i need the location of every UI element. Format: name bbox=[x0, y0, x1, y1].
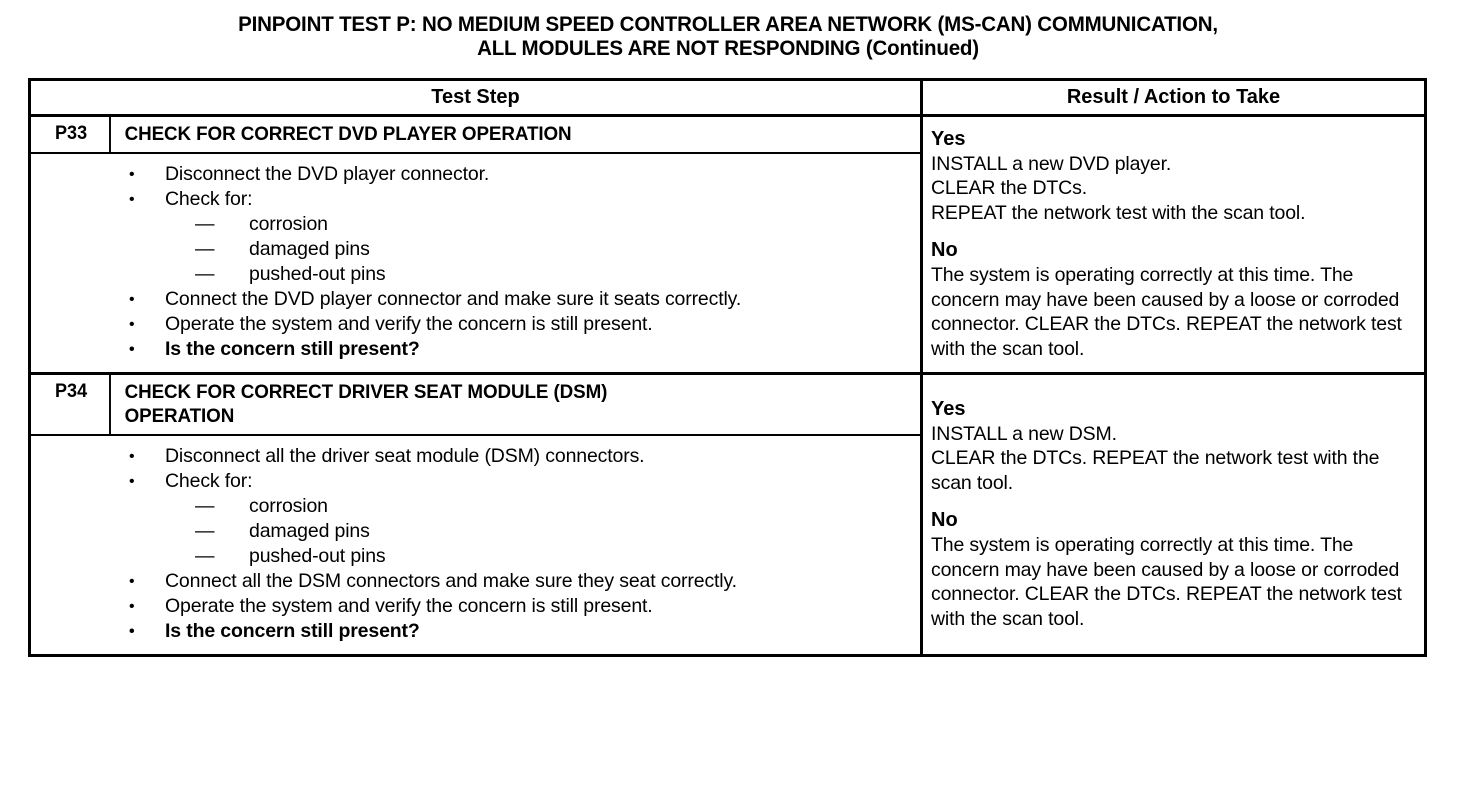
instruction-item: • Connect the DVD player connector and ma… bbox=[31, 287, 910, 312]
result-action-text: INSTALL a new DVD player. CLEAR the DTCs… bbox=[931, 152, 1306, 224]
instruction-text: Check for: bbox=[165, 188, 253, 210]
sub-instruction-item: — pushed-out pins bbox=[165, 544, 910, 569]
instruction-text: Operate the system and verify the concer… bbox=[165, 595, 653, 617]
result-label: No bbox=[931, 509, 958, 532]
instruction-text: Is the concern still present? bbox=[165, 620, 420, 642]
instruction-text: Disconnect the DVD player connector. bbox=[165, 163, 490, 185]
test-step-title-band: P33 CHECK FOR CORRECT DVD PLAYER OPERATIO… bbox=[31, 117, 920, 154]
instruction-item: • Check for: — corrosion — damaged pins — pushe… bbox=[31, 187, 910, 287]
result-action-text: INSTALL a new DSM. CLEAR the DTCs. REPEA… bbox=[931, 422, 1380, 494]
instruction-item: • Disconnect all the driver seat module (… bbox=[31, 444, 910, 469]
test-step-cell: P34 CHECK FOR CORRECT DRIVER SEAT MODULE … bbox=[31, 375, 923, 654]
bullet-icon: • bbox=[129, 316, 135, 333]
sub-instruction-item: — pushed-out pins bbox=[165, 262, 910, 287]
column-header-result-action: Result / Action to Take bbox=[1066, 86, 1281, 108]
instruction-item: • Is the concern still present? bbox=[31, 619, 910, 644]
page-title: PINPOINT TEST P: NO MEDIUM SPEED CONTROL… bbox=[238, 12, 1218, 60]
dash-icon: — bbox=[195, 213, 215, 235]
sub-instruction-item: — damaged pins bbox=[165, 519, 910, 544]
result-label: Yes bbox=[931, 127, 966, 150]
bullet-icon: • bbox=[129, 341, 135, 358]
instruction-text: Connect the DVD player connector and mak… bbox=[165, 288, 742, 310]
sub-instruction-text: damaged pins bbox=[249, 238, 370, 260]
instruction-item: • Disconnect the DVD player connector. bbox=[31, 162, 910, 187]
bullet-icon: • bbox=[129, 448, 135, 465]
step-id-label: P33 bbox=[33, 117, 111, 152]
instruction-item: • Check for: — corrosion — damaged pins — pushe… bbox=[31, 469, 910, 569]
instruction-list: • Disconnect all the driver seat module (… bbox=[31, 444, 910, 644]
bullet-icon: • bbox=[129, 291, 135, 308]
instruction-text: Operate the system and verify the concer… bbox=[165, 313, 653, 335]
dash-icon: — bbox=[195, 520, 215, 542]
sub-instruction-item: — corrosion bbox=[165, 212, 910, 237]
instruction-item: • Operate the system and verify the conce… bbox=[31, 594, 910, 619]
sub-instruction-text: damaged pins bbox=[249, 520, 370, 542]
result-action-text: The system is operating correctly at thi… bbox=[931, 264, 1402, 360]
instruction-text: Check for: bbox=[165, 470, 253, 492]
bullet-icon: • bbox=[129, 573, 135, 590]
result-label: Yes bbox=[931, 397, 966, 420]
test-step-row: P33 CHECK FOR CORRECT DVD PLAYER OPERATIO… bbox=[31, 117, 1424, 372]
table-header-row: Test Step Result / Action to Take bbox=[31, 81, 1424, 117]
instruction-text: Is the concern still present? bbox=[165, 338, 420, 360]
instruction-item: • Operate the system and verify the conce… bbox=[31, 312, 910, 337]
sub-instruction-item: — corrosion bbox=[165, 494, 910, 519]
sub-instruction-list: — corrosion — damaged pins — pushed-out pins bbox=[165, 494, 910, 569]
bullet-icon: • bbox=[129, 166, 135, 183]
dash-icon: — bbox=[195, 263, 215, 285]
test-step-title-band: P34 CHECK FOR CORRECT DRIVER SEAT MODULE … bbox=[31, 375, 920, 436]
step-instructions: • Disconnect all the driver seat module (… bbox=[31, 436, 920, 654]
bullet-icon: • bbox=[129, 191, 135, 208]
step-heading: CHECK FOR CORRECT DRIVER SEAT MODULE (DS… bbox=[124, 381, 608, 427]
sub-instruction-item: — damaged pins bbox=[165, 237, 910, 262]
bullet-icon: • bbox=[129, 623, 135, 640]
sub-instruction-text: pushed-out pins bbox=[249, 545, 386, 567]
step-id-label: P34 bbox=[33, 375, 111, 434]
dash-icon: — bbox=[195, 238, 215, 260]
instruction-text: Disconnect all the driver seat module (D… bbox=[165, 445, 645, 467]
instruction-item: • Connect all the DSM connectors and make… bbox=[31, 569, 910, 594]
step-instructions: • Disconnect the DVD player connector. • Ch… bbox=[31, 154, 920, 372]
step-heading: CHECK FOR CORRECT DVD PLAYER OPERATION bbox=[124, 123, 572, 145]
instruction-list: • Disconnect the DVD player connector. • Ch… bbox=[31, 162, 910, 362]
test-step-cell: P33 CHECK FOR CORRECT DVD PLAYER OPERATIO… bbox=[31, 117, 923, 372]
instruction-item: • Is the concern still present? bbox=[31, 337, 910, 362]
bullet-icon: • bbox=[129, 473, 135, 490]
table-body: P33 CHECK FOR CORRECT DVD PLAYER OPERATIO… bbox=[31, 117, 1424, 654]
sub-instruction-text: pushed-out pins bbox=[249, 263, 386, 285]
sub-instruction-text: corrosion bbox=[249, 495, 328, 517]
result-label: No bbox=[931, 239, 958, 262]
dash-icon: — bbox=[195, 545, 215, 567]
dash-icon: — bbox=[195, 495, 215, 517]
sub-instruction-list: — corrosion — damaged pins — pushed-out pins bbox=[165, 212, 910, 287]
test-step-row: P34 CHECK FOR CORRECT DRIVER SEAT MODULE … bbox=[31, 372, 1424, 654]
bullet-icon: • bbox=[129, 598, 135, 615]
result-action-text: The system is operating correctly at thi… bbox=[931, 534, 1402, 630]
instruction-text: Connect all the DSM connectors and make … bbox=[165, 570, 737, 592]
column-header-test-step: Test Step bbox=[31, 81, 923, 114]
sub-instruction-text: corrosion bbox=[249, 213, 328, 235]
